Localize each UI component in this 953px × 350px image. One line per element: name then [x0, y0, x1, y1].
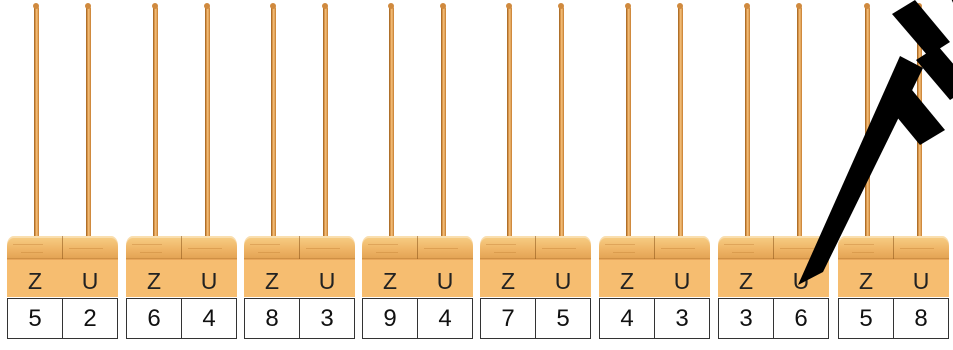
units-rod [558, 3, 564, 244]
tens-column-label: Z [619, 268, 635, 294]
label-strip [599, 259, 710, 297]
tens-rod [152, 3, 158, 244]
wooden-base [7, 236, 118, 260]
digit-box: 5 2 [7, 298, 118, 339]
units-column-label: U [673, 268, 691, 294]
wooden-base [599, 236, 710, 260]
units-rod [677, 3, 683, 244]
units-rod [85, 3, 91, 244]
abacus-4: Z U 9 4 [362, 0, 473, 340]
digit-box: 7 5 [480, 298, 591, 339]
units-column-label: U [436, 268, 454, 294]
tens-digit: 5 [8, 299, 63, 338]
tens-rod [744, 3, 750, 244]
tens-digit: 5 [839, 299, 894, 338]
units-column-label: U [200, 268, 218, 294]
digit-box: 5 8 [838, 298, 949, 339]
abacus-6: Z U 4 3 [599, 0, 710, 340]
wooden-base [480, 236, 591, 260]
label-strip [7, 259, 118, 297]
tens-column-label: Z [27, 268, 43, 294]
tens-column-label: Z [858, 268, 874, 294]
units-column-label: U [912, 268, 930, 294]
digit-box: 6 4 [126, 298, 237, 339]
units-column-label: U [318, 268, 336, 294]
label-strip [362, 259, 473, 297]
abacus-7: Z U 3 6 [718, 0, 829, 340]
wooden-base [244, 236, 355, 260]
wooden-base [126, 236, 237, 260]
abacus-5: Z U 7 5 [480, 0, 591, 340]
label-strip [244, 259, 355, 297]
tens-column-label: Z [500, 268, 516, 294]
tens-column-label: Z [146, 268, 162, 294]
units-rod [322, 3, 328, 244]
tens-digit: 9 [363, 299, 418, 338]
units-digit: 5 [556, 305, 570, 332]
label-strip [126, 259, 237, 297]
units-digit: 4 [438, 305, 452, 332]
digit-box: 3 6 [718, 298, 829, 339]
tens-column-label: Z [382, 268, 398, 294]
tens-column-label: Z [738, 268, 754, 294]
tens-rod [388, 3, 394, 244]
abacus-8: Z U 5 8 [838, 0, 949, 340]
units-digit: 3 [675, 305, 689, 332]
tens-column-label: Z [264, 268, 280, 294]
digit-box: 9 4 [362, 298, 473, 339]
units-column-label: U [554, 268, 572, 294]
units-digit: 8 [914, 305, 928, 332]
units-rod [916, 3, 922, 244]
digit-box: 4 3 [599, 298, 710, 339]
wooden-base [838, 236, 949, 260]
units-rod [204, 3, 210, 244]
tens-digit: 3 [719, 299, 774, 338]
units-rod [440, 3, 446, 244]
units-digit: 4 [202, 305, 216, 332]
tens-rod [864, 3, 870, 244]
units-digit: 6 [794, 305, 808, 332]
abacus-3: Z U 8 3 [244, 0, 355, 340]
wooden-base [362, 236, 473, 260]
tens-digit: 4 [600, 299, 655, 338]
units-column-label: U [792, 268, 810, 294]
units-digit: 3 [320, 305, 334, 332]
tens-digit: 7 [481, 299, 536, 338]
digit-box: 8 3 [244, 298, 355, 339]
units-rod [796, 3, 802, 244]
tens-rod [270, 3, 276, 244]
units-column-label: U [81, 268, 99, 294]
tens-rod [33, 3, 39, 244]
label-strip [480, 259, 591, 297]
abacus-1: Z U 5 2 [7, 0, 118, 340]
units-digit: 2 [83, 305, 97, 332]
wooden-base [718, 236, 829, 260]
abacus-2: Z U 6 4 [126, 0, 237, 340]
tens-digit: 8 [245, 299, 300, 338]
tens-rod [625, 3, 631, 244]
tens-rod [506, 3, 512, 244]
tens-digit: 6 [127, 299, 182, 338]
